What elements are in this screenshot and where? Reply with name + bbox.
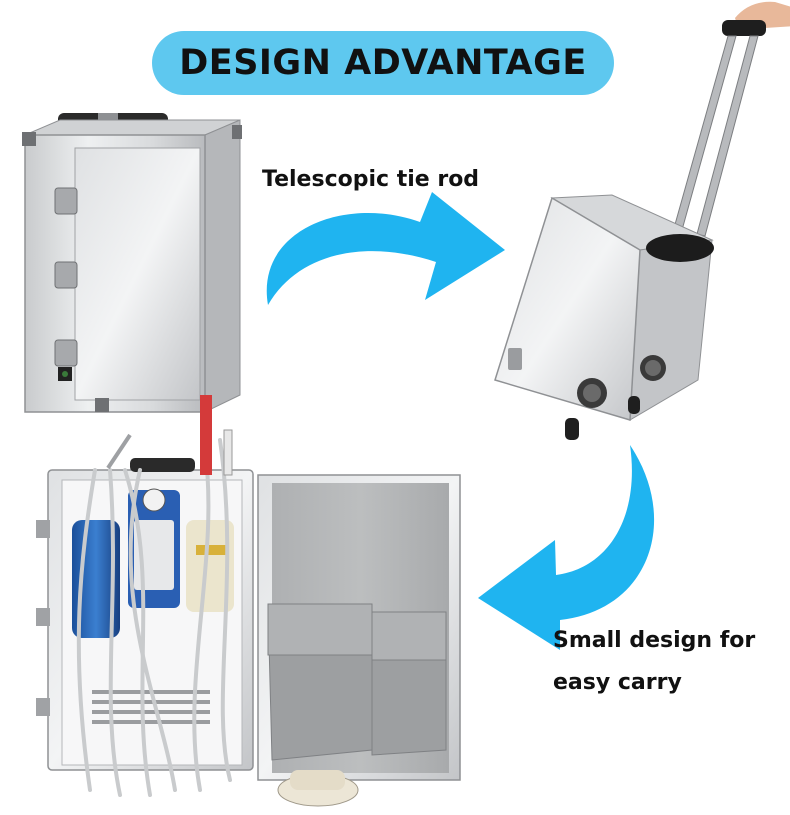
open-dental-unit	[36, 395, 461, 807]
arrow-bottom	[478, 445, 655, 650]
title-banner: DESIGN ADVANTAGE	[152, 31, 614, 95]
caption-telescopic-rod: Telescopic tie rod	[262, 167, 480, 192]
arrow-top	[266, 192, 505, 305]
caption-small-line-1: Small design for	[553, 628, 756, 653]
page-title: DESIGN ADVANTAGE	[179, 43, 587, 83]
caption-small-design: Small design for easy carry	[553, 620, 755, 704]
case-with-extended-handle	[494, 1, 790, 440]
caption-small-line-2: easy carry	[553, 670, 682, 695]
closed-aluminum-case	[22, 113, 242, 413]
